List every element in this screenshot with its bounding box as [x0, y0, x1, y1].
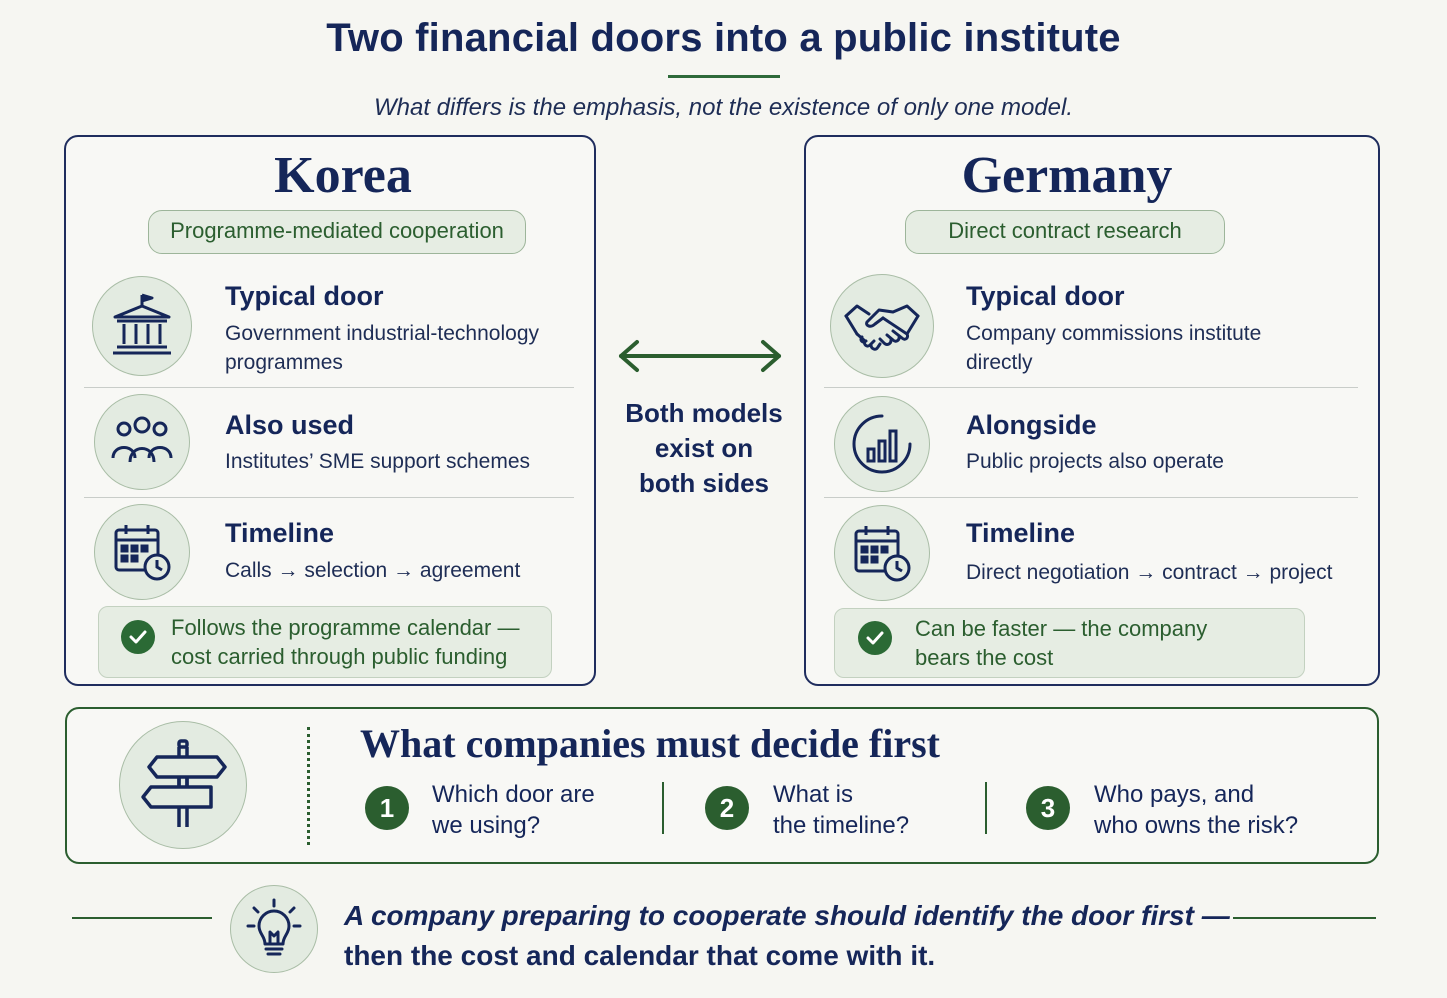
korea-row-text: Calls → selection → agreement	[225, 559, 521, 582]
germany-row-heading: Alongside	[966, 410, 1097, 440]
question-number-badge: 2	[705, 786, 749, 830]
korea-heading: Korea	[274, 147, 412, 204]
korea-row-typical-door-icon-wrap	[92, 276, 192, 376]
signpost-icon	[141, 739, 227, 827]
question-text: Which door are we using?	[432, 779, 595, 841]
korea-row-heading: Timeline	[225, 518, 335, 548]
row-divider	[824, 497, 1358, 498]
germany-row-alongside-icon-wrap	[834, 396, 930, 492]
dotted-separator	[307, 727, 310, 845]
korea-row-text: Institutes’ SME support schemes	[225, 450, 531, 473]
germany-row-text: Direct negotiation → contract → project	[966, 561, 1333, 584]
calendar-clock-icon	[854, 526, 911, 582]
government-building-icon	[113, 293, 171, 355]
decide-title: What companies must decide first	[360, 721, 940, 766]
middle-note-line: exist on	[654, 433, 754, 463]
germany-note-text: Can be faster — the company	[915, 616, 1208, 641]
question-separator	[985, 782, 987, 834]
korea-note-text: cost carried through public funding	[171, 644, 508, 669]
germany-model-tag: Direct contract research	[905, 210, 1225, 254]
footer-message: A company preparing to cooperate should …	[344, 896, 1230, 976]
decide-panel	[65, 707, 1379, 864]
germany-row-heading: Typical door	[966, 281, 1125, 311]
footer-line: A company preparing to cooperate should …	[344, 900, 1230, 931]
check-icon	[121, 620, 155, 654]
germany-row-timeline-icon-wrap	[834, 505, 930, 601]
question-number-badge: 3	[1026, 786, 1070, 830]
korea-row-heading: Also used	[225, 410, 355, 440]
germany-row-text: Company commissions institute	[966, 322, 1262, 345]
question-line: the timeline?	[773, 812, 910, 839]
korea-model-tag: Programme-mediated cooperation	[148, 210, 526, 254]
check-icon	[858, 621, 892, 655]
lightbulb-icon	[246, 898, 302, 956]
middle-note-line: both sides	[638, 468, 769, 498]
handshake-icon	[844, 304, 920, 351]
question-line: Who pays, and	[1094, 781, 1255, 808]
middle-note-line: Both models	[625, 398, 783, 428]
page-subtitle: What differs is the emphasis, not the ex…	[373, 94, 1074, 121]
row-divider	[84, 387, 574, 388]
germany-row-text: Public projects also operate	[966, 450, 1224, 473]
korea-row-also-used-icon-wrap	[94, 394, 190, 490]
question-text: What is the timeline?	[773, 779, 909, 841]
bar-chart-icon	[852, 414, 912, 474]
question-line: who owns the risk?	[1094, 812, 1299, 839]
germany-note-text: bears the cost	[915, 645, 1054, 670]
korea-row-text: Government industrial-technology	[225, 322, 539, 345]
signpost-icon-wrap	[119, 721, 247, 849]
korea-row-text: programmes	[225, 351, 343, 374]
footer-rule-right	[1233, 917, 1376, 919]
question-line: Which door are	[432, 781, 595, 808]
germany-note	[834, 608, 1305, 678]
footer-line: then the cost and calendar that come wit…	[344, 940, 936, 971]
question-number-badge: 1	[365, 786, 409, 830]
row-divider	[84, 497, 574, 498]
people-group-icon	[111, 416, 173, 463]
title-underline	[668, 75, 780, 78]
question-line: What is	[773, 781, 854, 808]
middle-note: Both models exist on both sides	[604, 396, 804, 501]
korea-note	[98, 606, 552, 678]
germany-row-heading: Timeline	[966, 518, 1076, 548]
footer-rule-left	[72, 917, 212, 919]
calendar-clock-icon	[114, 525, 171, 581]
germany-row-typical-door-icon-wrap	[830, 274, 934, 378]
row-divider	[824, 387, 1358, 388]
korea-row-heading: Typical door	[225, 281, 384, 311]
germany-heading: Germany	[961, 147, 1173, 204]
korea-note-text: Follows the programme calendar —	[171, 615, 520, 640]
question-separator	[662, 782, 664, 834]
question-line: we using?	[432, 812, 541, 839]
question-text: Who pays, and who owns the risk?	[1094, 779, 1298, 841]
page-title: Two financial doors into a public instit…	[326, 16, 1121, 60]
double-arrow-icon	[619, 340, 781, 372]
korea-row-timeline-icon-wrap	[94, 504, 190, 600]
germany-row-text: directly	[966, 351, 1033, 374]
lightbulb-icon-wrap	[230, 885, 318, 973]
